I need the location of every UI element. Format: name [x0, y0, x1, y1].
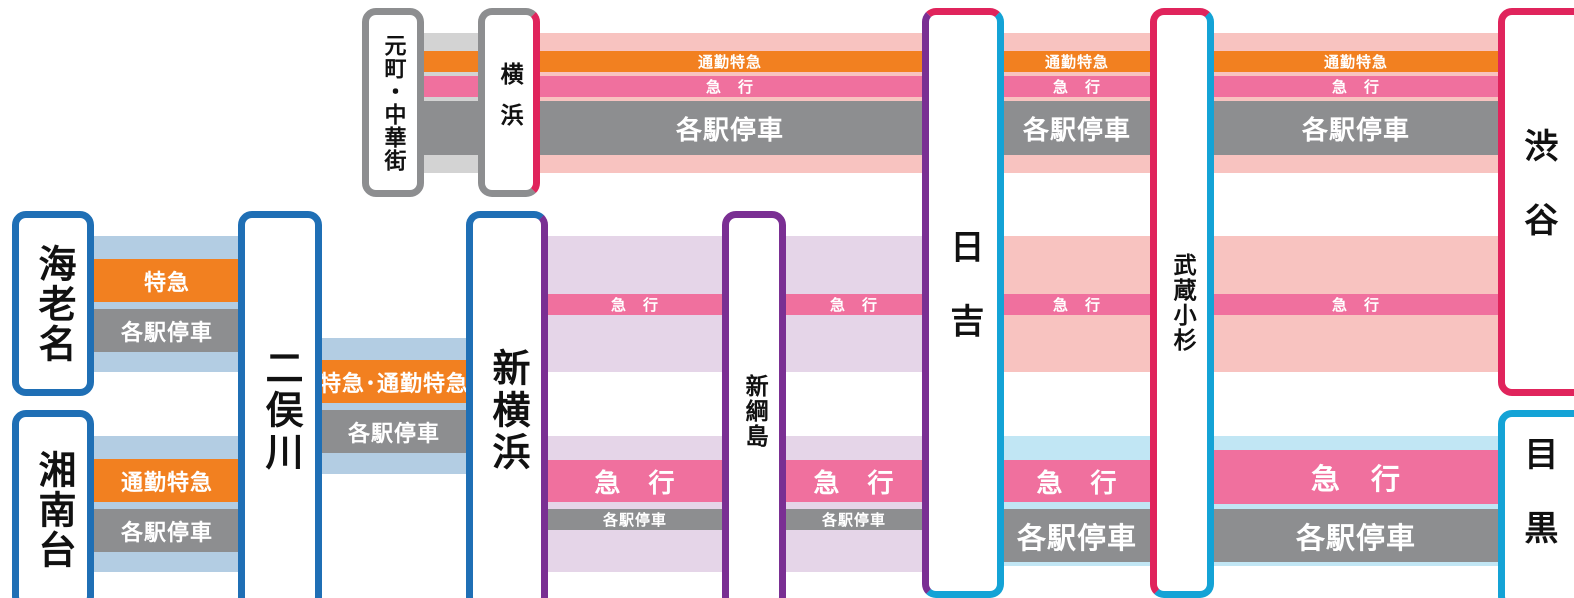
label-local-shonandai: 各駅停車	[120, 520, 213, 546]
bar-commuter-hiyoshi-kosugi: 通勤特急	[998, 51, 1156, 72]
bar-local-tsunashima-hiyoshi-lower: 各駅停車	[780, 509, 928, 530]
bar-local-motomachi-yokohama	[418, 101, 486, 155]
label-express-tsunashima-lower: 急 行	[813, 468, 895, 499]
bar-limited-futamatagawa: 特急･通勤特急	[316, 360, 472, 403]
label-local-tsunashima-lower: 各駅停車	[821, 511, 886, 529]
label-local-kosugi-meguro: 各駅停車	[1295, 520, 1416, 555]
label-express-shinyoko-lower: 急 行	[594, 468, 676, 499]
label-limited-ebina: 特急	[143, 270, 190, 296]
bar-express-shinyoko-tsunashima-lower: 急 行	[542, 460, 728, 502]
station-hiyoshi: 日吉	[922, 8, 1004, 598]
bar-commuter-kosugi-shibuya: 通勤特急	[1208, 51, 1504, 72]
station-ebina: 海老名	[12, 211, 94, 396]
label-local-hiyoshi-kosugi: 各駅停車	[1022, 115, 1131, 146]
bar-limited-ebina: 特急	[90, 259, 244, 302]
bar-local-shonandai: 各駅停車	[90, 509, 244, 552]
station-name-meguro: 目黒	[1517, 436, 1558, 584]
station-meguro: 目黒	[1498, 410, 1574, 598]
label-express-hiyoshi-kosugi: 急 行	[1052, 78, 1101, 96]
bar-commuter-shonandai: 通勤特急	[90, 459, 244, 502]
label-express-kosugi-shibuya: 急 行	[1331, 78, 1380, 96]
label-limited-futamatagawa: 特急･通勤特急	[318, 371, 469, 397]
bar-local-kosugi-meguro: 各駅停車	[1208, 509, 1504, 562]
label-express-yokohama-hiyoshi: 急 行	[705, 78, 754, 96]
label-local-hiyoshi-kosugi-meguro: 各駅停車	[1016, 520, 1137, 555]
station-name-shonandai: 湘南台	[31, 450, 76, 570]
label-commuter-hiyoshi-kosugi: 通勤特急	[1044, 53, 1109, 71]
station-name-motomachi: 元町・中華街	[380, 33, 406, 172]
station-motomachi-chukagai: 元町・中華街	[362, 8, 424, 197]
label-local-yokohama-hiyoshi: 各駅停車	[675, 115, 784, 146]
bar-local-hiyoshi-kosugi: 各駅停車	[998, 101, 1156, 155]
bar-express-kosugi-shibuya: 急 行	[1208, 76, 1504, 97]
bar-local-shinyoko-tsunashima-lower: 各駅停車	[542, 509, 728, 530]
label-local-shinyoko-lower: 各駅停車	[602, 511, 667, 529]
bar-commuter-motomachi-yokohama	[418, 51, 486, 72]
bar-express-hiyoshi-kosugi-meguro: 急 行	[998, 460, 1156, 502]
label-commuter-yokohama-hiyoshi: 通勤特急	[697, 53, 762, 71]
bar-commuter-yokohama-hiyoshi: 通勤特急	[534, 51, 926, 72]
label-local-ebina: 各駅停車	[120, 320, 213, 346]
bar-express-tsunashima-hiyoshi-upper: 急 行	[780, 294, 928, 315]
label-express-shinyoko-upper: 急 行	[610, 296, 659, 314]
bar-local-kosugi-shibuya: 各駅停車	[1208, 101, 1504, 155]
bar-local-ebina: 各駅停車	[90, 309, 244, 352]
label-express-tsunashima-upper: 急 行	[829, 296, 878, 314]
bar-express-hiyoshi-kosugi-middle: 急 行	[998, 294, 1156, 315]
label-commuter-kosugi-shibuya: 通勤特急	[1323, 53, 1388, 71]
bar-express-kosugi-shibuya-middle: 急 行	[1208, 294, 1504, 315]
bar-express-shinyoko-tsunashima-upper: 急 行	[542, 294, 728, 315]
station-shintsunashima: 新綱島	[722, 211, 786, 598]
label-local-kosugi-shibuya: 各駅停車	[1301, 115, 1410, 146]
bar-express-yokohama-hiyoshi: 急 行	[534, 76, 926, 97]
station-name-yokohama: 横浜	[496, 61, 523, 144]
bar-express-tsunashima-hiyoshi-lower: 急 行	[780, 460, 928, 502]
bar-express-kosugi-meguro: 急 行	[1208, 450, 1504, 504]
bar-express-motomachi-yokohama	[418, 76, 486, 97]
station-name-shibuya: 渋谷	[1517, 128, 1558, 276]
bar-local-futamatagawa: 各駅停車	[316, 410, 472, 453]
label-express-hiyoshi-kosugi-meguro: 急 行	[1036, 468, 1118, 499]
station-shinyokohama: 新横浜	[466, 211, 548, 598]
station-shibuya: 渋谷	[1498, 8, 1574, 396]
station-musashikosugi: 武蔵小杉	[1150, 8, 1214, 598]
label-commuter-shonandai: 通勤特急	[120, 470, 213, 496]
station-name-shintsunashima: 新綱島	[741, 373, 768, 449]
station-name-musashikosugi: 武蔵小杉	[1169, 253, 1196, 353]
label-local-futamatagawa: 各駅停車	[347, 421, 440, 447]
bar-local-hiyoshi-kosugi-meguro: 各駅停車	[998, 509, 1156, 562]
station-yokohama: 横浜	[478, 8, 540, 197]
station-name-ebina: 海老名	[31, 243, 76, 364]
station-name-hiyoshi: 日吉	[943, 229, 984, 377]
station-name-shinyokohama: 新横浜	[485, 348, 530, 474]
bar-local-yokohama-hiyoshi: 各駅停車	[534, 101, 926, 155]
label-express-kosugi-shibuya-middle: 急 行	[1331, 296, 1380, 314]
station-shonandai: 湘南台	[12, 410, 94, 598]
label-express-hiyoshi-kosugi-middle: 急 行	[1052, 296, 1101, 314]
station-name-futamatagawa: 二俣川	[258, 348, 303, 474]
station-futamatagawa: 二俣川	[238, 211, 322, 598]
bar-express-hiyoshi-kosugi: 急 行	[998, 76, 1156, 97]
label-express-kosugi-meguro: 急 行	[1310, 462, 1401, 496]
